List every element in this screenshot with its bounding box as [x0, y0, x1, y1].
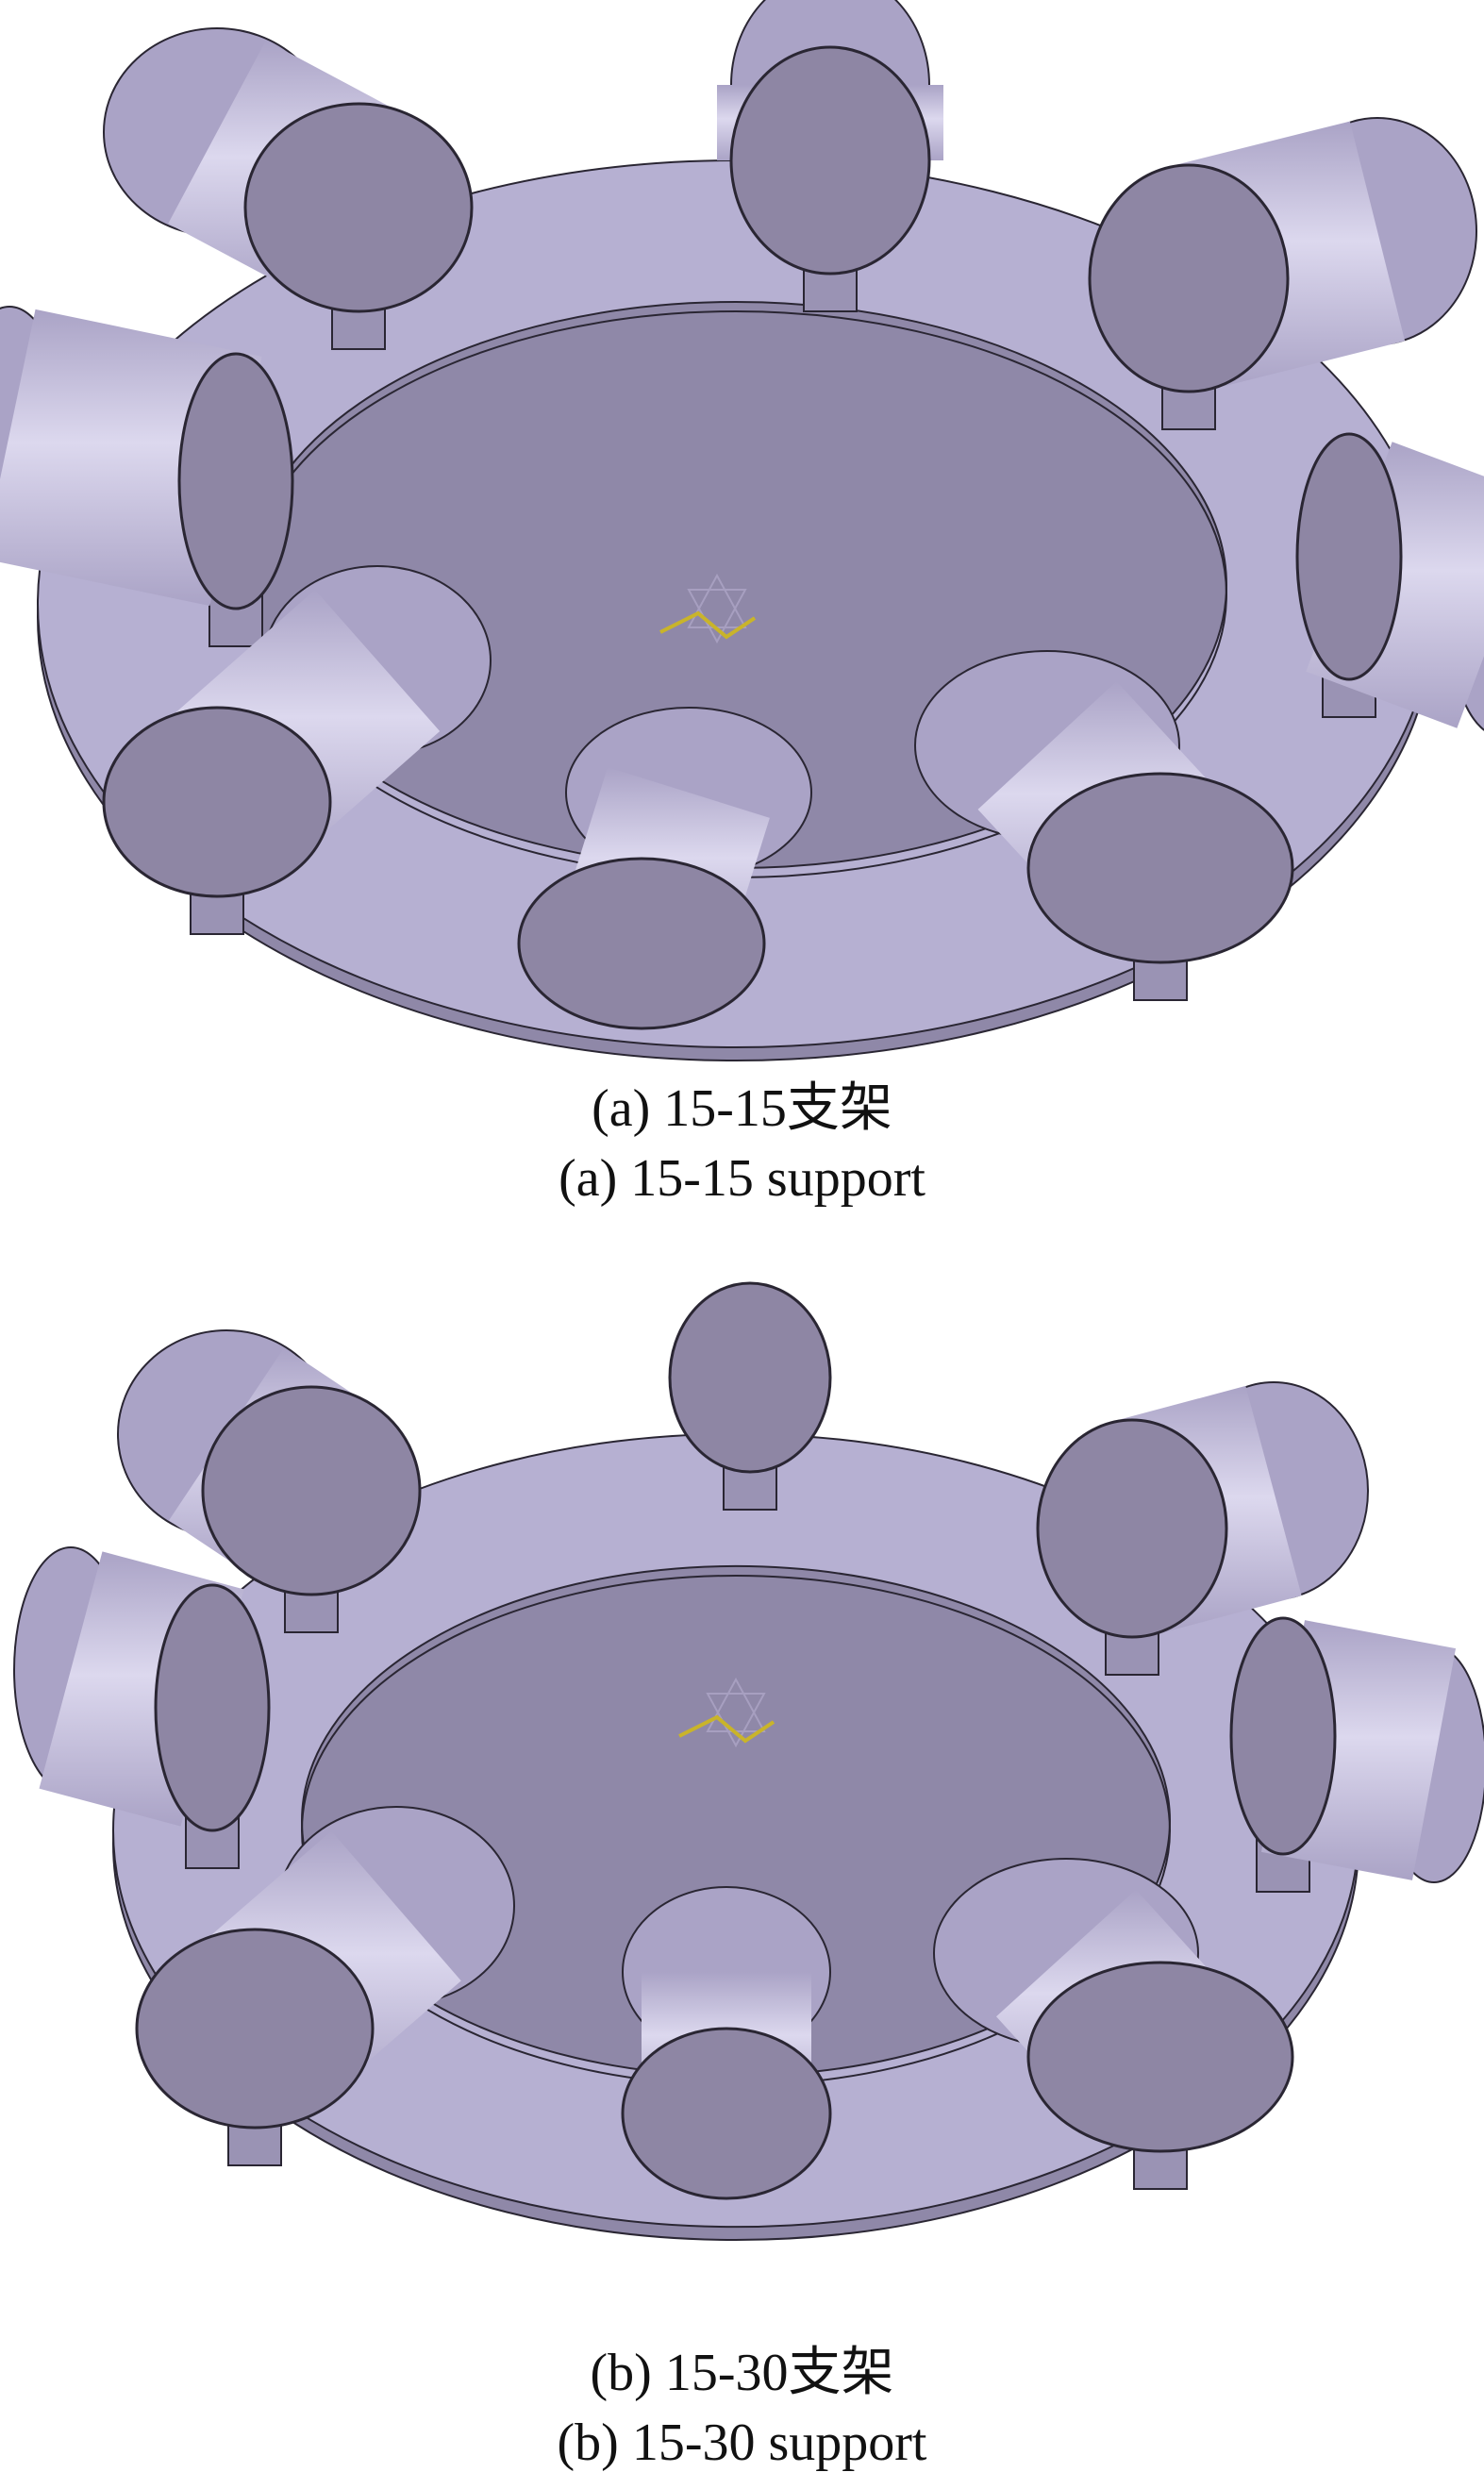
cylinder-face: [135, 1928, 375, 2130]
cylinder-tube: [103, 27, 474, 350]
cylinder-face: [177, 352, 294, 610]
cylinder-face: [243, 102, 474, 313]
cylinder-face: [1026, 772, 1294, 964]
figure-b: [0, 1255, 1484, 2241]
support-model-15-30: [13, 1281, 1484, 2241]
cylinder-tube: [517, 707, 812, 1030]
cylinder-face: [1036, 1418, 1228, 1639]
cylinder-tube: [135, 1806, 515, 2166]
axis-triad-icon: [678, 1677, 775, 1748]
cylinder-tube: [102, 565, 492, 935]
caption-b: (b) 15-30支架 (b) 15-30 support: [0, 2338, 1484, 2478]
cylinder-tube: [717, 0, 943, 312]
cylinder-face: [729, 45, 931, 276]
caption-b-zh: (b) 15-30支架: [590, 2344, 894, 2402]
cylinder-tube: [914, 650, 1294, 1001]
cylinder-tube: [0, 306, 294, 647]
axis-triad-icon: [659, 573, 757, 644]
figure-a: [0, 0, 1484, 1061]
cylinder-tube: [13, 1546, 271, 1869]
cylinder-tube: [117, 1329, 422, 1633]
cylinder-face: [154, 1583, 271, 1832]
cylinder-face: [621, 2027, 832, 2200]
caption-a: (a) 15-15支架 (a) 15-15 support: [0, 1074, 1484, 1213]
cylinder-tube: [1088, 117, 1477, 430]
cylinder-tube: [1036, 1381, 1369, 1676]
cylinder-face: [102, 706, 332, 898]
cylinder-tube: [1295, 432, 1484, 731]
cylinder-tube: [668, 1281, 832, 1511]
caption-a-zh: (a) 15-15支架: [592, 1079, 892, 1138]
cylinder-tube: [621, 1886, 832, 2200]
cylinder-face: [1229, 1616, 1337, 1856]
cylinder-face: [1295, 432, 1403, 681]
cylinder-tube: [1229, 1616, 1484, 1893]
cylinder-face: [668, 1281, 832, 1474]
caption-a-en: (a) 15-15 support: [559, 1149, 925, 1208]
cylinder-tube: [933, 1858, 1294, 2190]
caption-b-en: (b) 15-30 support: [557, 2414, 927, 2472]
cylinder-face: [201, 1385, 422, 1596]
cylinder-face: [1088, 163, 1290, 393]
support-model-15-15: [0, 0, 1484, 1061]
cylinder-face: [517, 857, 766, 1030]
cylinder-face: [1026, 1961, 1294, 2153]
